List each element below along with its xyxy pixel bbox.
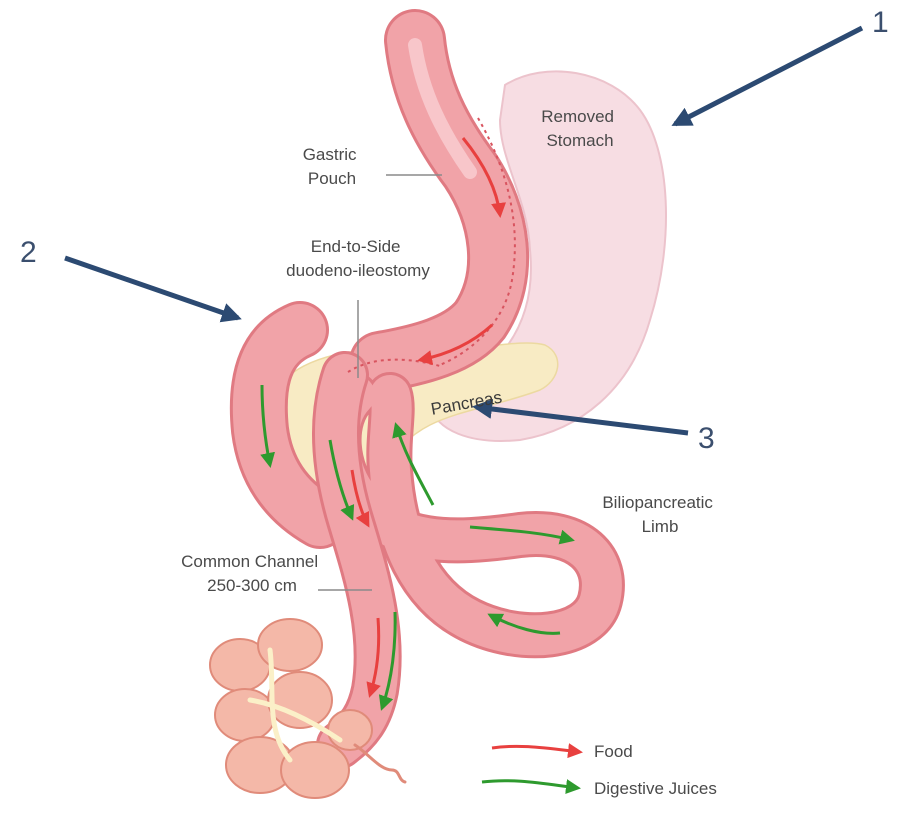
common-channel-label: Common Channel 250-300 cm — [181, 552, 323, 595]
legend-food-swatch — [492, 746, 580, 752]
callout-number-2: 2 — [20, 236, 37, 269]
callout-number-3: 3 — [698, 422, 715, 455]
legend-food-label: Food — [594, 742, 633, 761]
gastric-pouch-label: Gastric Pouch — [303, 145, 362, 188]
anastomosis-label: End-to-Side duodeno-ileostomy — [286, 237, 430, 280]
callout-arrow-1 — [675, 28, 862, 124]
biliopancreatic-limb-label: Biliopancreatic Limb — [602, 493, 717, 536]
legend-juice-swatch — [482, 781, 578, 788]
legend-juice-label: Digestive Juices — [594, 779, 717, 798]
callout-number-1: 1 — [872, 6, 889, 39]
legend: Food Digestive Juices — [482, 742, 717, 798]
callout-arrow-2 — [65, 258, 238, 318]
